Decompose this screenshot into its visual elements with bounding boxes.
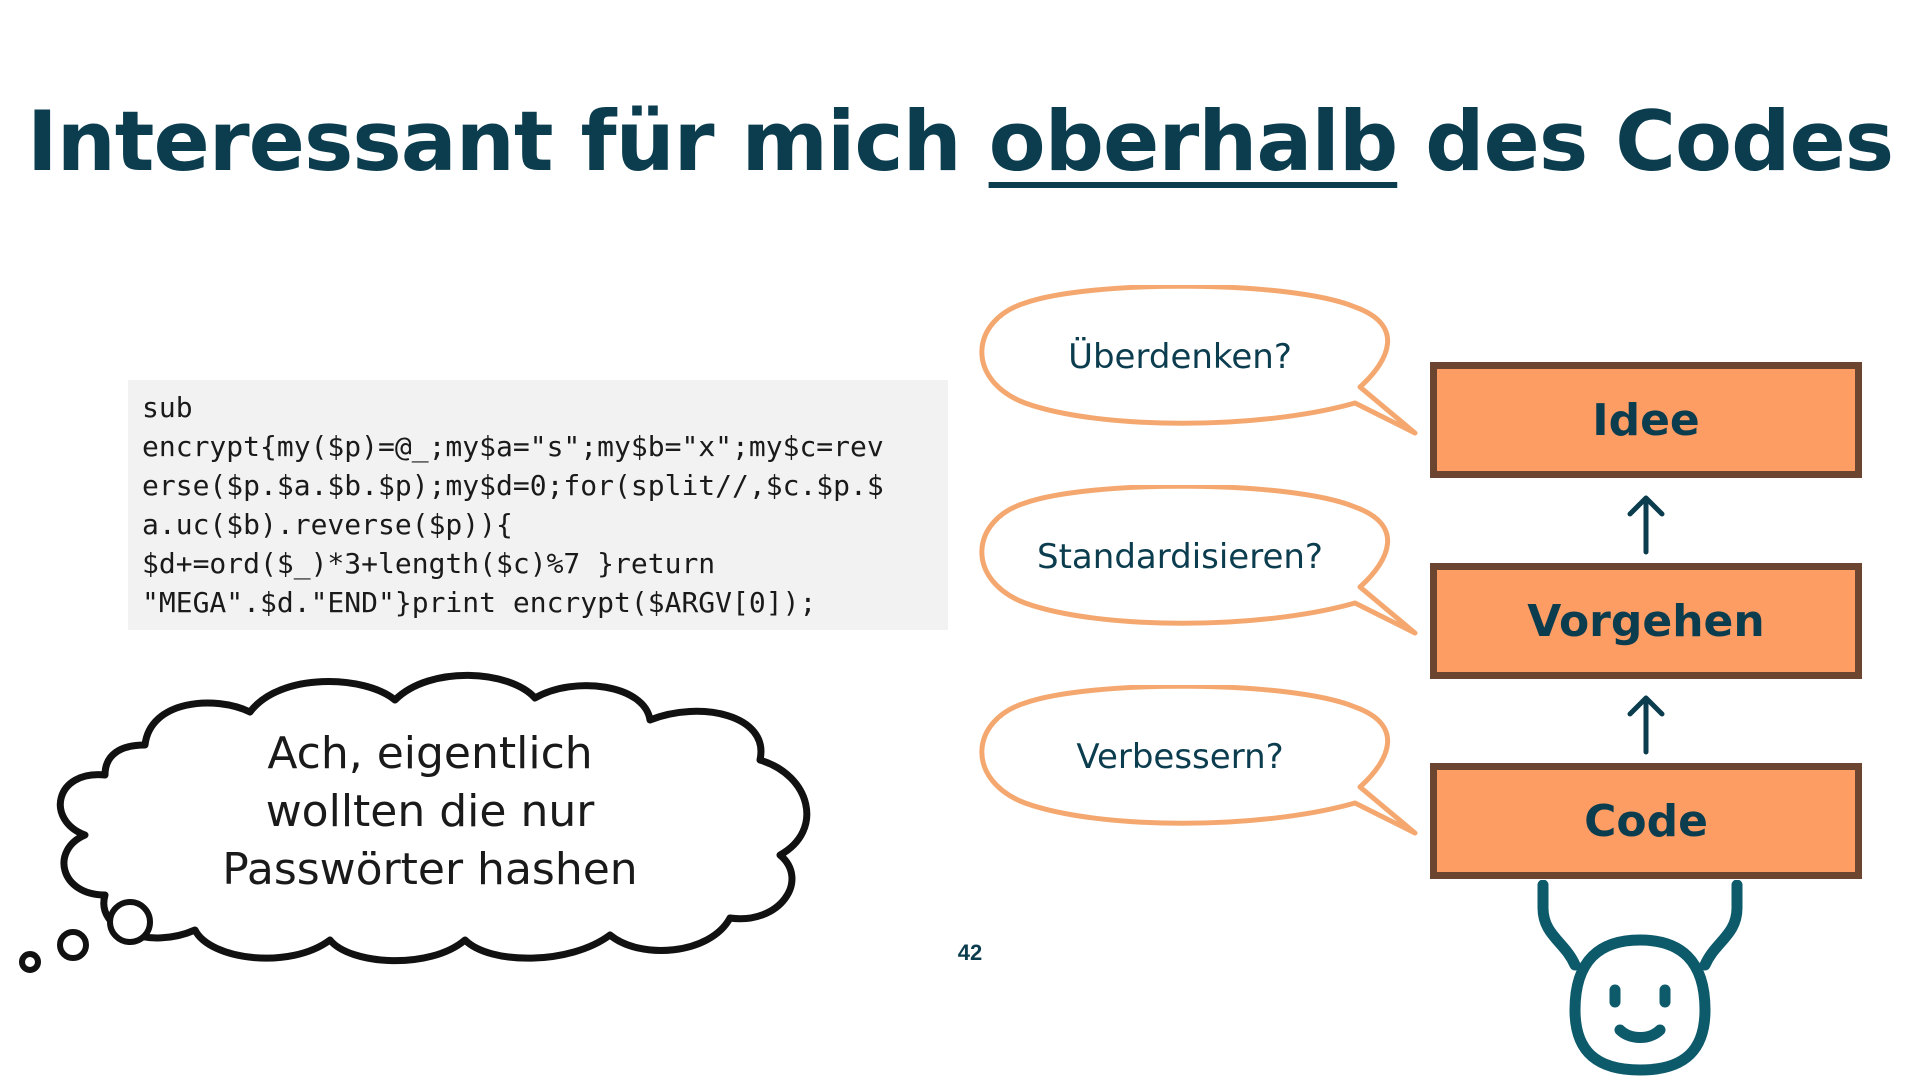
page-number: 42: [940, 940, 1000, 966]
speech-bubble-text-3: Verbessern?: [980, 737, 1380, 777]
thought-dot-large: [110, 902, 150, 942]
stack-box-idee: Idee: [1430, 362, 1862, 478]
speech-bubble-text-1: Überdenken?: [980, 337, 1380, 377]
stack-box-vorgehen: Vorgehen: [1430, 563, 1862, 679]
stack-box-label: Vorgehen: [1527, 596, 1764, 647]
thought-line-3: Passwörter hashen: [170, 841, 690, 899]
thought-cloud-text: Ach, eigentlich wollten die nur Passwört…: [170, 725, 690, 899]
speech-bubble-text-2: Standardisieren?: [980, 537, 1380, 577]
thought-line-2: wollten die nur: [170, 783, 690, 841]
stack-box-code: Code: [1430, 763, 1862, 879]
stack-box-label: Code: [1584, 796, 1708, 847]
title-text-underlined: oberhalb: [989, 93, 1398, 190]
slide-title: Interessant für mich oberhalb des Codes: [0, 92, 1920, 192]
stack-box-label: Idee: [1592, 395, 1700, 446]
arrow-up-icon: [1626, 492, 1666, 556]
code-snippet: sub encrypt{my($p)=@_;my$a="s";my$b="x";…: [128, 380, 948, 630]
title-text-before: Interessant für mich: [27, 93, 989, 190]
thought-dot-small: [22, 954, 38, 970]
thought-line-1: Ach, eigentlich: [170, 725, 690, 783]
thought-dot-medium: [60, 932, 86, 958]
title-text-after: des Codes: [1397, 93, 1893, 190]
arrow-up-icon: [1626, 692, 1666, 756]
robot-icon: [1535, 880, 1755, 1080]
